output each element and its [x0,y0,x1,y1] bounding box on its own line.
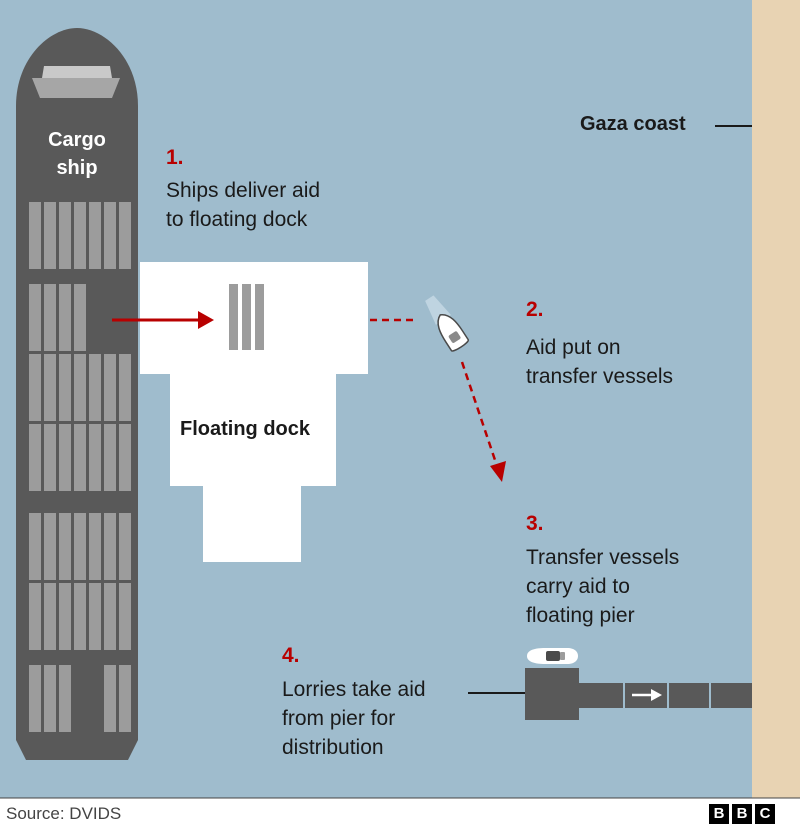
source-credit: Source: DVIDS [6,804,122,823]
step-3-number: 3. [526,512,544,535]
step-4-number: 4. [282,644,300,667]
cargo-ship [16,28,138,760]
bbc-logo-letter: B [709,804,729,824]
step-1-text: Ships deliver aid to floating dock [166,179,321,231]
dashed-route-vessel-to-pier [460,361,506,482]
step-4-text: Lorries take aid from pier for distribut… [282,678,426,759]
docked-boat [527,648,578,664]
cargo-ship-label: Cargo ship [48,129,106,179]
floating-dock [140,262,368,562]
bbc-logo-letter: C [755,804,775,824]
floating-dock-label: Floating dock [180,418,310,440]
gaza-coast-label: Gaza coast [580,113,686,135]
transfer-arrow-ship-to-dock [112,311,214,329]
step-3-text: Transfer vessels carry aid to floating p… [526,546,680,627]
floating-pier [525,668,752,720]
transfer-vessel [425,295,469,352]
step-1-number: 1. [166,146,184,169]
coast-strip [752,0,800,798]
step-2-number: 2. [526,298,544,321]
bbc-logo: B B C [709,804,775,824]
bbc-logo-letter: B [732,804,752,824]
step-2-text: Aid put on transfer vessels [526,336,674,388]
